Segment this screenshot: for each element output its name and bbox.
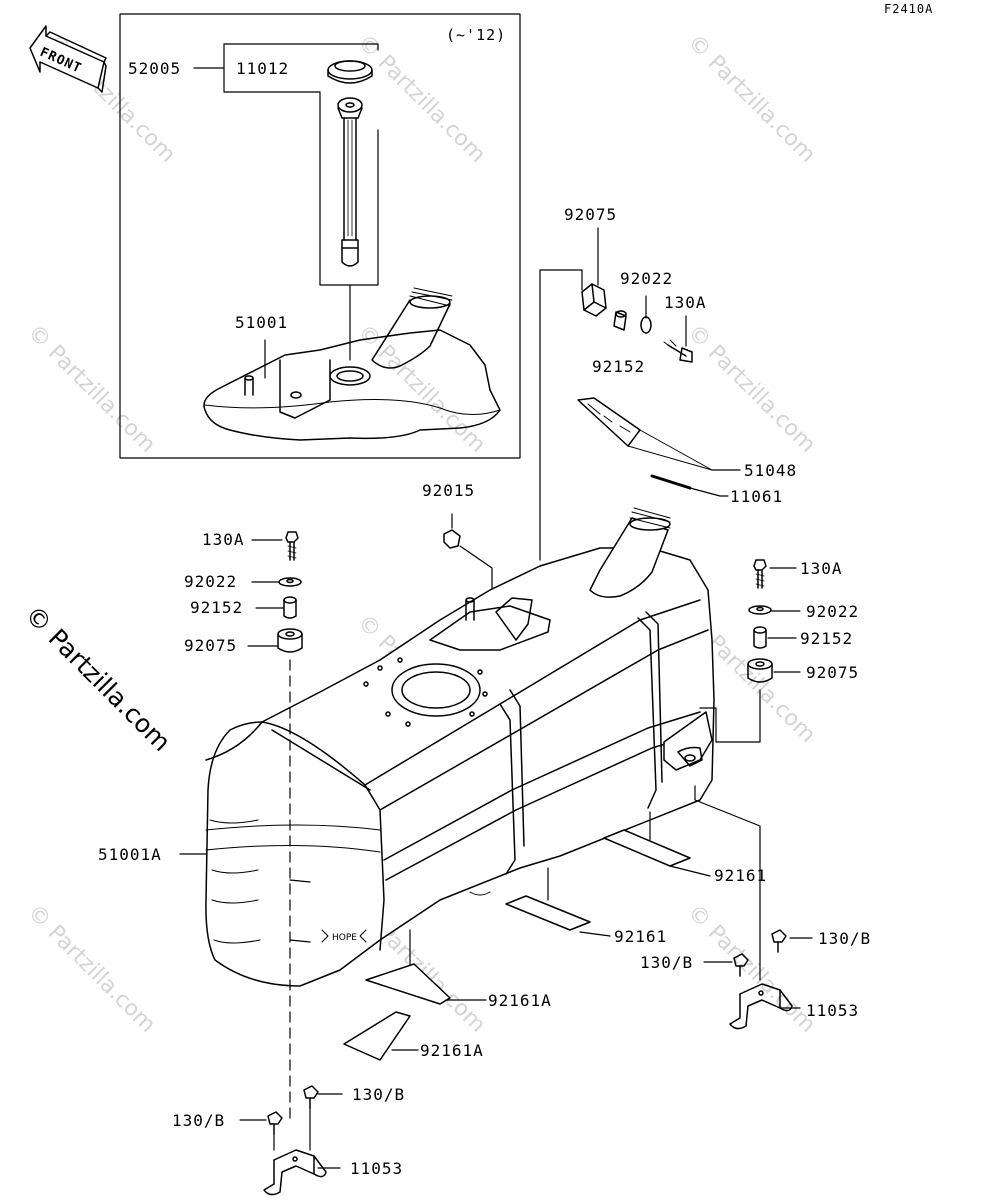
part-130A-top: [663, 339, 693, 363]
label-11061: 11061: [730, 487, 784, 506]
part-92152-top: [613, 310, 627, 331]
part-51001-tank-top: [203, 287, 501, 441]
part-92022-left: [278, 577, 302, 587]
label-130B-right-upper: 130/B: [818, 929, 872, 948]
part-92022-right: [748, 605, 772, 615]
label-11053-right: 11053: [806, 1001, 860, 1020]
part-92161A-pad-a: [365, 963, 451, 1005]
label-92022-top: 92022: [620, 269, 674, 288]
leader-52005: [193, 43, 379, 286]
label-130A-top: 130A: [664, 293, 707, 312]
label-130B-right-lower: 130/B: [640, 953, 694, 972]
diagram-code: F2410A: [884, 2, 934, 16]
label-11053-left: 11053: [350, 1159, 404, 1178]
label-92015: 92015: [422, 481, 476, 500]
label-92161A-b: 92161A: [420, 1041, 484, 1060]
label-52005: 52005: [128, 59, 182, 78]
part-11053-left: [263, 1149, 327, 1196]
part-fuel-gauge: [337, 97, 363, 267]
label-92075-right: 92075: [806, 663, 860, 682]
part-130A-right: [753, 559, 767, 589]
label-92161-b: 92161: [614, 927, 668, 946]
leader-92075-top: [539, 269, 583, 561]
part-92152-left: [283, 596, 297, 619]
label-92022-left: 92022: [184, 572, 238, 591]
label-92152-right: 92152: [800, 629, 854, 648]
part-130B-right-lower: [733, 953, 749, 977]
part-92075-left: [277, 628, 303, 653]
label-130B-left-upper: 130/B: [352, 1085, 406, 1104]
part-51001A-tank: HOPE: [205, 507, 715, 987]
part-11012-cap: [327, 60, 373, 84]
label-51001A: 51001A: [98, 845, 162, 864]
part-92161-pad-a: [603, 829, 691, 867]
label-92152-left: 92152: [190, 598, 244, 617]
part-92015-nut: [443, 529, 461, 549]
part-51048-label: [577, 397, 713, 471]
front-arrow: [29, 25, 107, 93]
part-92075-top: [581, 283, 607, 317]
inset-note: (~'12): [446, 26, 507, 44]
label-51001: 51001: [235, 313, 289, 332]
label-92022-right: 92022: [806, 602, 860, 621]
label-92161A-a: 92161A: [488, 991, 552, 1010]
label-11012: 11012: [236, 59, 290, 78]
label-130B-left-lower: 130/B: [172, 1111, 226, 1130]
part-11053-right: [729, 983, 793, 1030]
part-130B-right-upper: [771, 929, 787, 953]
inset-frame: [119, 13, 521, 459]
part-92161A-pad-b: [343, 1011, 411, 1061]
part-92152-right: [753, 626, 767, 649]
label-92161-a: 92161: [714, 866, 768, 885]
part-92161-pad-b: [505, 895, 591, 931]
label-51048: 51048: [744, 461, 798, 480]
leader-lines: [179, 539, 813, 1121]
label-92075-left: 92075: [184, 636, 238, 655]
part-92075-right: [747, 658, 773, 683]
svg-text:HOPE: HOPE: [332, 933, 357, 943]
part-130A-left: [285, 531, 299, 561]
label-130A-right: 130A: [800, 559, 843, 578]
part-130B-left-lower: [267, 1111, 283, 1135]
part-130B-left-upper: [303, 1085, 319, 1109]
label-92152-top: 92152: [592, 357, 646, 376]
label-130A-left: 130A: [202, 530, 245, 549]
label-92075-top: 92075: [564, 205, 618, 224]
part-92022-top: [640, 316, 652, 334]
